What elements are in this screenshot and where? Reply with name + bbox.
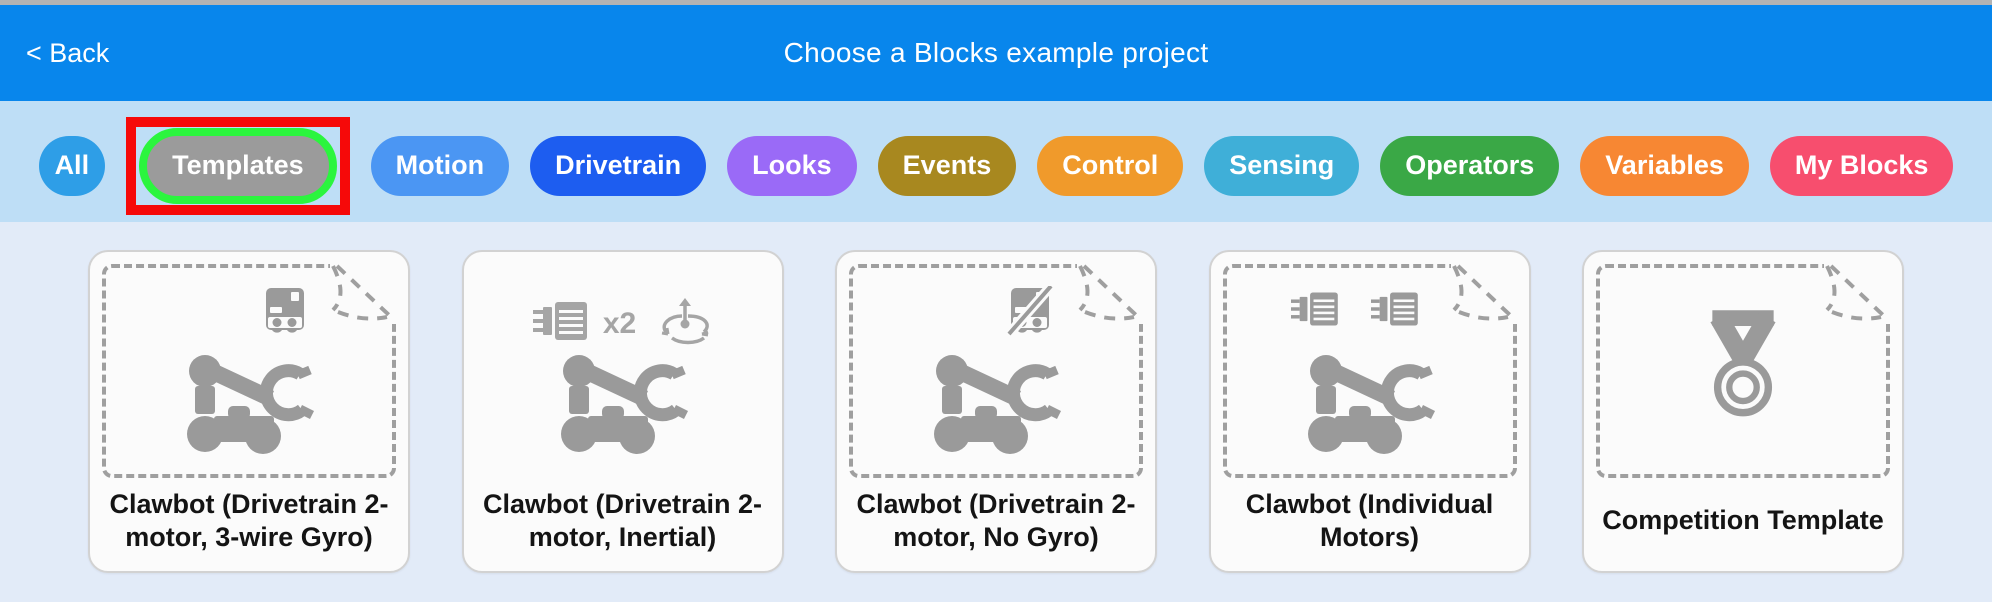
filter-my-blocks[interactable]: My Blocks xyxy=(1769,135,1954,196)
template-thumbnail xyxy=(849,264,1143,478)
clawbot-icon xyxy=(1297,348,1443,463)
project-card-title: Clawbot (Individual Motors) xyxy=(1245,488,1494,552)
template-thumbnail xyxy=(1222,264,1517,478)
filter-all[interactable]: All xyxy=(38,135,106,196)
project-card-clawbot-inertial[interactable]: x2 xyxy=(461,250,784,573)
folded-corner-icon xyxy=(1824,264,1890,324)
project-card-clawbot-3wire-gyro[interactable]: Clawbot (Drivetrain 2-motor, 3-wire Gyro… xyxy=(88,250,410,573)
project-card-title: Competition Template xyxy=(1602,505,1884,536)
filter-drivetrain[interactable]: Drivetrain xyxy=(530,135,707,196)
folded-corner-icon xyxy=(1077,264,1143,324)
clawbot-icon xyxy=(923,348,1069,463)
folded-corner-icon xyxy=(330,264,396,324)
clawbot-icon xyxy=(550,348,696,463)
no-gyro-icon xyxy=(1005,282,1055,343)
project-card-title: Clawbot (Drivetrain 2-motor, 3-wire Gyro… xyxy=(109,488,389,552)
project-card-competition-template[interactable]: Competition Template xyxy=(1582,250,1904,573)
filter-templates[interactable]: Templates xyxy=(139,127,337,204)
filter-events[interactable]: Events xyxy=(877,135,1017,196)
page-title: Choose a Blocks example project xyxy=(783,37,1209,68)
folded-corner-icon xyxy=(1450,264,1517,324)
inertial-sensor-icon xyxy=(658,294,712,353)
project-card-title: Clawbot (Drivetrain 2-motor, Inertial) xyxy=(482,488,763,552)
annotation-highlight-box: Templates xyxy=(126,116,350,215)
clawbot-icon xyxy=(176,348,322,463)
project-card-clawbot-no-gyro[interactable]: Clawbot (Drivetrain 2-motor, No Gyro) xyxy=(835,250,1157,573)
project-card-clawbot-individual-motors[interactable]: Clawbot (Individual Motors) xyxy=(1208,250,1531,573)
filter-variables[interactable]: Variables xyxy=(1580,135,1749,196)
gyro-sensor-icon xyxy=(264,286,306,343)
motor-count-badge: x2 xyxy=(602,306,637,340)
motor-icon xyxy=(532,300,593,347)
back-button[interactable]: < Back xyxy=(16,5,119,101)
template-thumbnail xyxy=(1596,264,1890,478)
filter-operators[interactable]: Operators xyxy=(1380,135,1560,196)
app-header: < Back Choose a Blocks example project xyxy=(0,5,1992,101)
motor-icon xyxy=(1370,290,1423,333)
motor-icon xyxy=(1290,290,1343,333)
filter-motion[interactable]: Motion xyxy=(370,135,510,196)
filter-sensing[interactable]: Sensing xyxy=(1204,135,1360,196)
filter-control[interactable]: Control xyxy=(1037,135,1184,196)
template-thumbnail: x2 xyxy=(476,264,770,478)
filter-bar: All Templates Motion Drivetrain Looks Ev… xyxy=(0,101,1992,222)
template-thumbnail xyxy=(102,264,396,478)
medal-icon xyxy=(1690,310,1796,427)
filter-looks[interactable]: Looks xyxy=(727,135,857,196)
example-project-list: Clawbot (Drivetrain 2-motor, 3-wire Gyro… xyxy=(0,222,1992,602)
project-card-title: Clawbot (Drivetrain 2-motor, No Gyro) xyxy=(856,488,1136,552)
window-top-strip xyxy=(0,0,1992,5)
